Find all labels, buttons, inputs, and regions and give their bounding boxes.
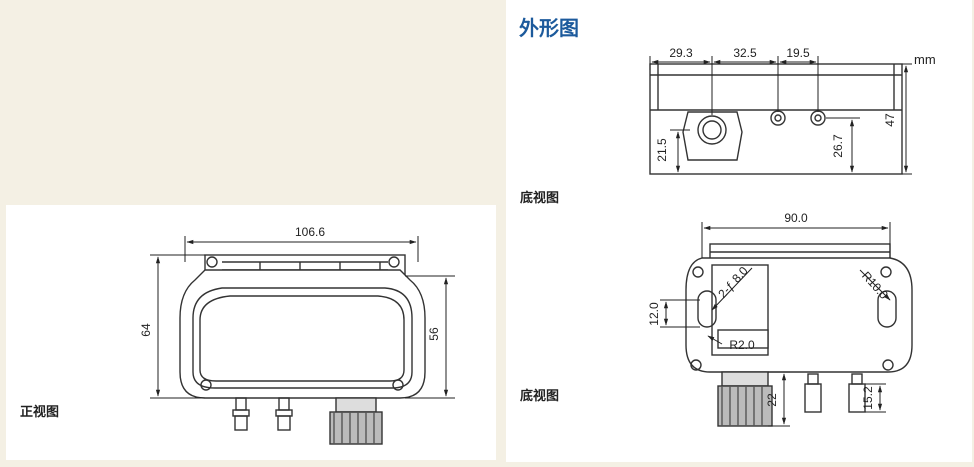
dim-bottom-port-offset: 32.5 xyxy=(733,46,757,60)
dim-lower-port-length: 15.2 xyxy=(861,386,875,410)
front-view-drawing xyxy=(179,254,426,445)
caption-front-view: 正视图 xyxy=(20,405,60,420)
dim-bottom-gland-height: 21.5 xyxy=(655,138,669,162)
dim-bottom-gland-offset: 29.3 xyxy=(669,46,693,60)
caption-bottom-view-lower: 底视图 xyxy=(520,389,560,404)
section-title: 外形图 xyxy=(519,16,579,40)
dim-lower-slot-height: 12.0 xyxy=(647,302,661,326)
dim-bottom-depth: 47 xyxy=(883,113,897,127)
dim-front-height: 64 xyxy=(139,323,153,337)
dim-lower-gland-length: 22 xyxy=(765,393,779,407)
dim-bottom-port-spacing: 19.5 xyxy=(786,46,810,60)
bottom-view-top-dimensions xyxy=(649,56,912,175)
bottom-view-top-drawing xyxy=(649,63,903,175)
bottom-view-lower-dimensions xyxy=(660,222,891,427)
bottom-view-lower-drawing xyxy=(685,243,913,427)
dim-bottom-port-height: 26.7 xyxy=(831,134,845,158)
dim-lower-radius-small: R2.0 xyxy=(729,338,755,352)
dim-lower-width: 90.0 xyxy=(784,211,808,225)
front-view-dimensions xyxy=(150,236,455,399)
caption-bottom-view-top: 底视图 xyxy=(520,191,560,206)
unit-label: mm xyxy=(914,52,936,67)
dim-front-inner-height: 56 xyxy=(427,327,441,341)
dim-front-width: 106.6 xyxy=(295,225,325,239)
